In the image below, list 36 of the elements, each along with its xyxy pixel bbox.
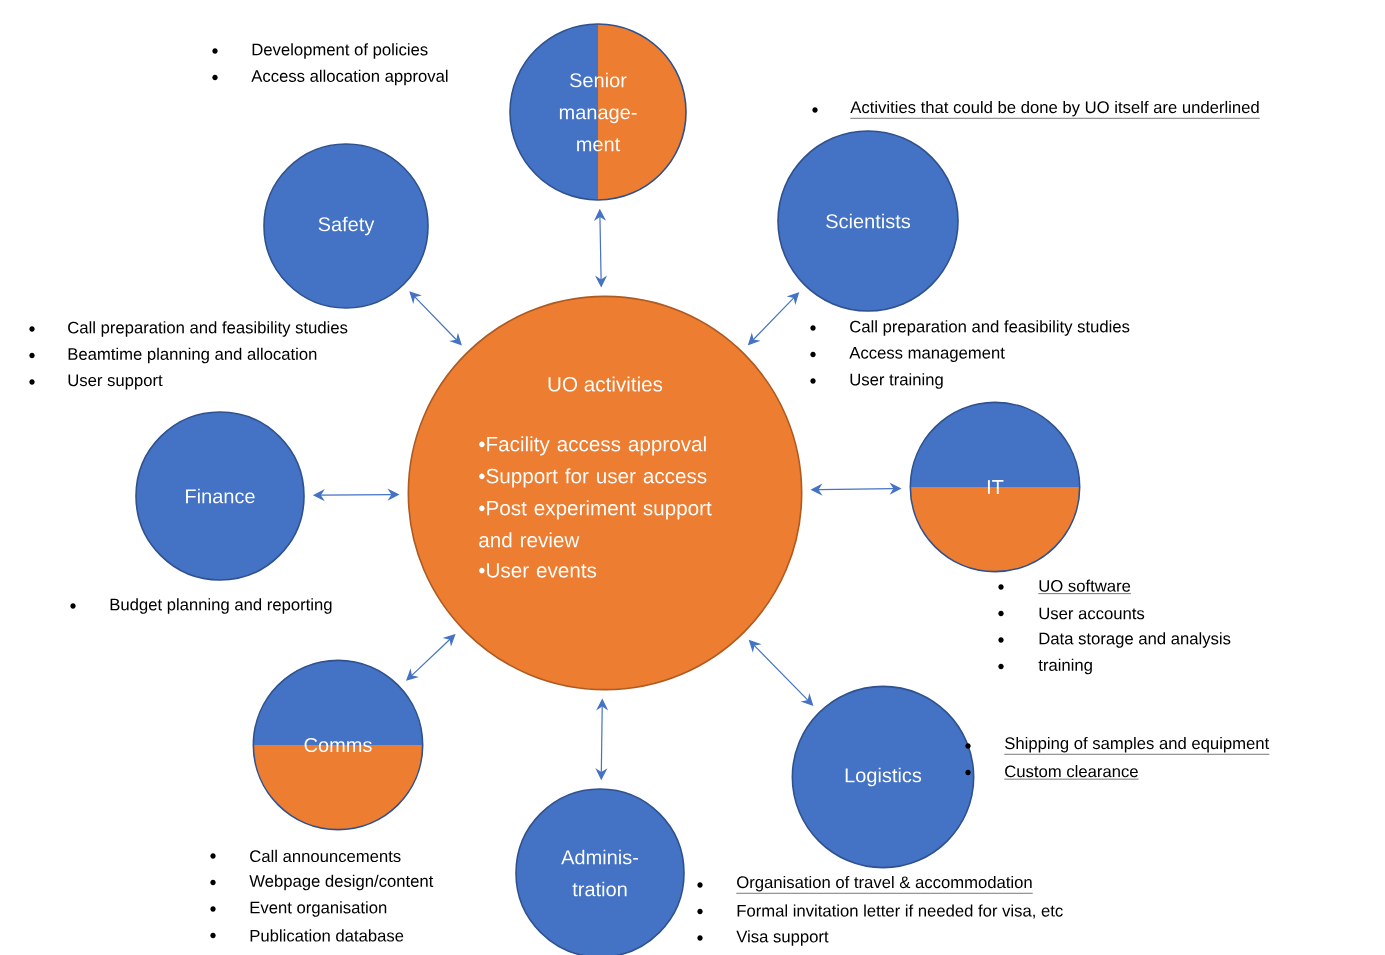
double-arrow	[406, 634, 456, 681]
bullet-text: Event organisation	[250, 901, 387, 917]
bullet-text: Budget planning and reporting	[110, 598, 332, 614]
bullet-text: Webpage design/content	[249, 874, 434, 891]
bullet-text: Data storage and analysis	[1039, 632, 1231, 648]
bullet-text: Beamtime planning and allocation	[68, 347, 317, 364]
central-circle	[407, 295, 803, 691]
bullet-text: Visa support	[736, 930, 829, 946]
bullet-text: training	[1038, 658, 1092, 675]
bullet-text: •User events	[479, 563, 597, 578]
bullet-text: Development of policies	[252, 43, 428, 59]
bullet-text: •Post experiment support and review	[479, 500, 712, 548]
bullet-text: Publication database	[250, 929, 404, 942]
bullet-text: Access management	[849, 347, 1005, 362]
bullet-text: •Support for user access	[479, 468, 707, 488]
note-text: Activities that could be done by UO itself are underlined	[850, 100, 1261, 119]
bullet-text: •Facility access approval	[479, 436, 706, 456]
circle-node: Logistics	[791, 685, 975, 869]
bullet-text: Call preparation and feasibility studies	[850, 320, 1130, 336]
circle-node: Finance	[135, 411, 305, 581]
bullet-text: User accounts	[1039, 607, 1145, 620]
bullet-text: Shipping of samples and equipment	[1004, 736, 1270, 755]
bullet-text: User support	[68, 374, 163, 390]
bullet-text: Organisation of travel & accommodation	[736, 875, 1033, 894]
bullet-text: Custom clearance	[1004, 765, 1139, 780]
bullet-text: Access allocation approval	[251, 69, 448, 86]
circle-node: Scientists	[777, 130, 959, 312]
bullet-text: Call announcements	[250, 849, 401, 863]
circle-heading: UO activities	[548, 376, 663, 392]
circle-node: Adminis-tration	[515, 788, 685, 955]
double-arrow	[409, 291, 462, 346]
circle-node: Safety	[263, 143, 429, 309]
bullet-text: Formal invitation letter if needed for visa, etc	[737, 904, 1063, 919]
bullet-text: Call preparation and feasibility studies	[68, 321, 348, 337]
bullet-text: User training	[850, 373, 943, 389]
bullet-text: UO software	[1038, 579, 1132, 594]
